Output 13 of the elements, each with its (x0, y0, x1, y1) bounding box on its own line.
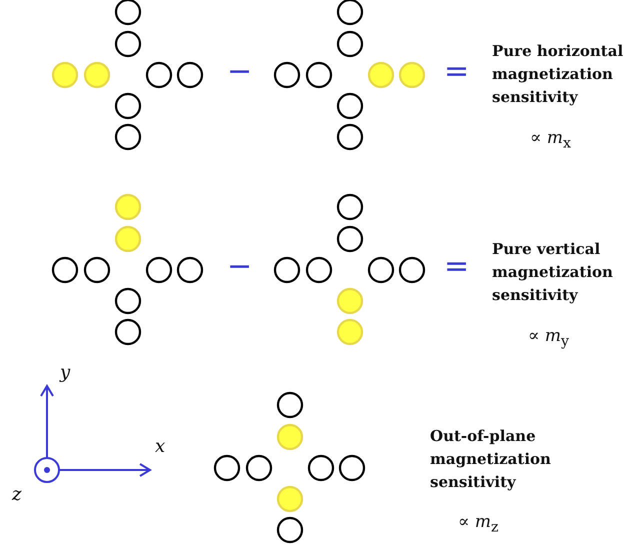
equals-sign: = (444, 54, 470, 89)
description-text: Out-of-plane magnetization sensitivity (430, 426, 552, 493)
proportionality-formula: ∝ m$_{y}$ (528, 326, 570, 350)
minus-sign: − (227, 54, 252, 89)
minus-sign: − (227, 249, 252, 284)
proportionality-formula: ∝ m$_{x}$ (530, 128, 572, 152)
proportionality-formula: ∝ m$_{z}$ (458, 512, 499, 536)
description-text: Pure vertical magnetization sensitivity (492, 239, 614, 306)
axis-label: y (60, 362, 70, 383)
axis-label: z (12, 484, 22, 505)
equals-sign: = (444, 249, 470, 284)
axis-label: x (155, 436, 166, 457)
description-text: Pure horizontal magnetization sensitivity (492, 41, 624, 108)
